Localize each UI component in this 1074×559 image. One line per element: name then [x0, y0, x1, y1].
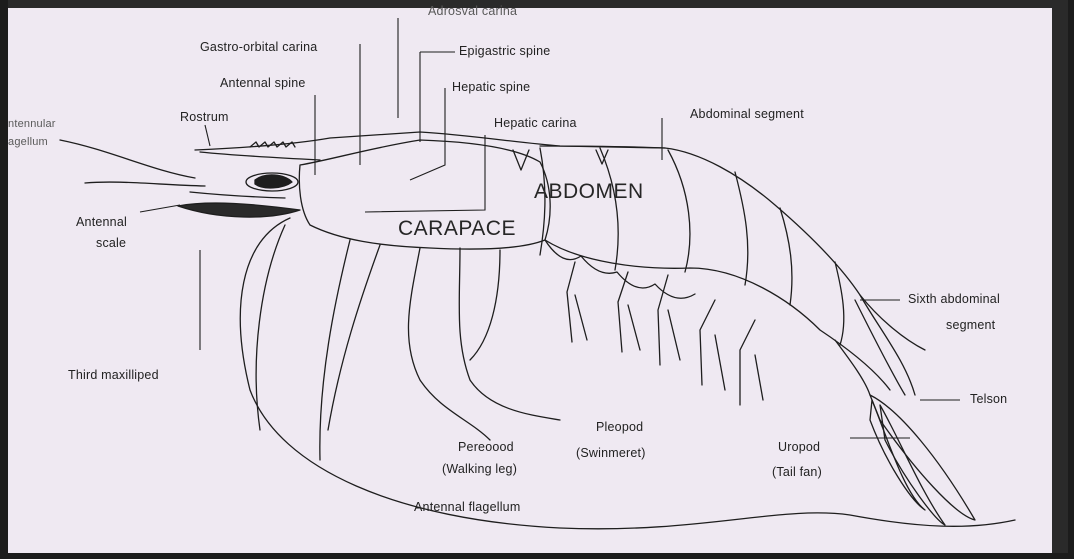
label-abdomen: ABDOMEN	[534, 180, 644, 204]
label-hepatic-carina: Hepatic carina	[494, 116, 577, 130]
label-third-maxilliped: Third maxilliped	[68, 368, 159, 382]
label-pleopod-1: Pleopod	[596, 420, 643, 434]
paper-shadow-right	[1052, 6, 1068, 553]
label-sixth-abdominal-segment-1: Sixth abdominal	[908, 292, 1000, 306]
label-rostrum: Rostrum	[180, 110, 229, 124]
label-uropod-1: Uropod	[778, 440, 820, 454]
label-antennular-flagellum-2: agellum	[8, 136, 48, 148]
label-hepatic-spine: Hepatic spine	[452, 80, 530, 94]
label-antennular-flagellum-1: ntennular	[8, 118, 56, 130]
label-rostral-carina: Adrosval carina	[428, 4, 517, 18]
label-antennal-flagellum: Antennal flagellum	[414, 500, 520, 514]
label-abdominal-segment: Abdominal segment	[690, 107, 804, 121]
label-epigastric-spine: Epigastric spine	[459, 44, 550, 58]
label-telson: Telson	[970, 392, 1007, 406]
paper-shadow-top	[8, 0, 1068, 8]
label-pleopod-2: (Swinmeret)	[576, 446, 646, 460]
paper-sheet	[8, 6, 1068, 553]
label-pereopod-1: Pereoood	[458, 440, 514, 454]
label-antennal-spine: Antennal spine	[220, 76, 306, 90]
label-uropod-2: (Tail fan)	[772, 465, 822, 479]
label-antennal-scale-1: Antennal	[76, 215, 127, 229]
label-carapace: CARAPACE	[398, 217, 516, 241]
label-pereopod-2: (Walking leg)	[442, 462, 517, 476]
label-antennal-scale-2: scale	[96, 236, 126, 250]
label-gastro-orbital-carina: Gastro-orbital carina	[200, 40, 317, 54]
label-sixth-abdominal-segment-2: segment	[946, 318, 995, 332]
